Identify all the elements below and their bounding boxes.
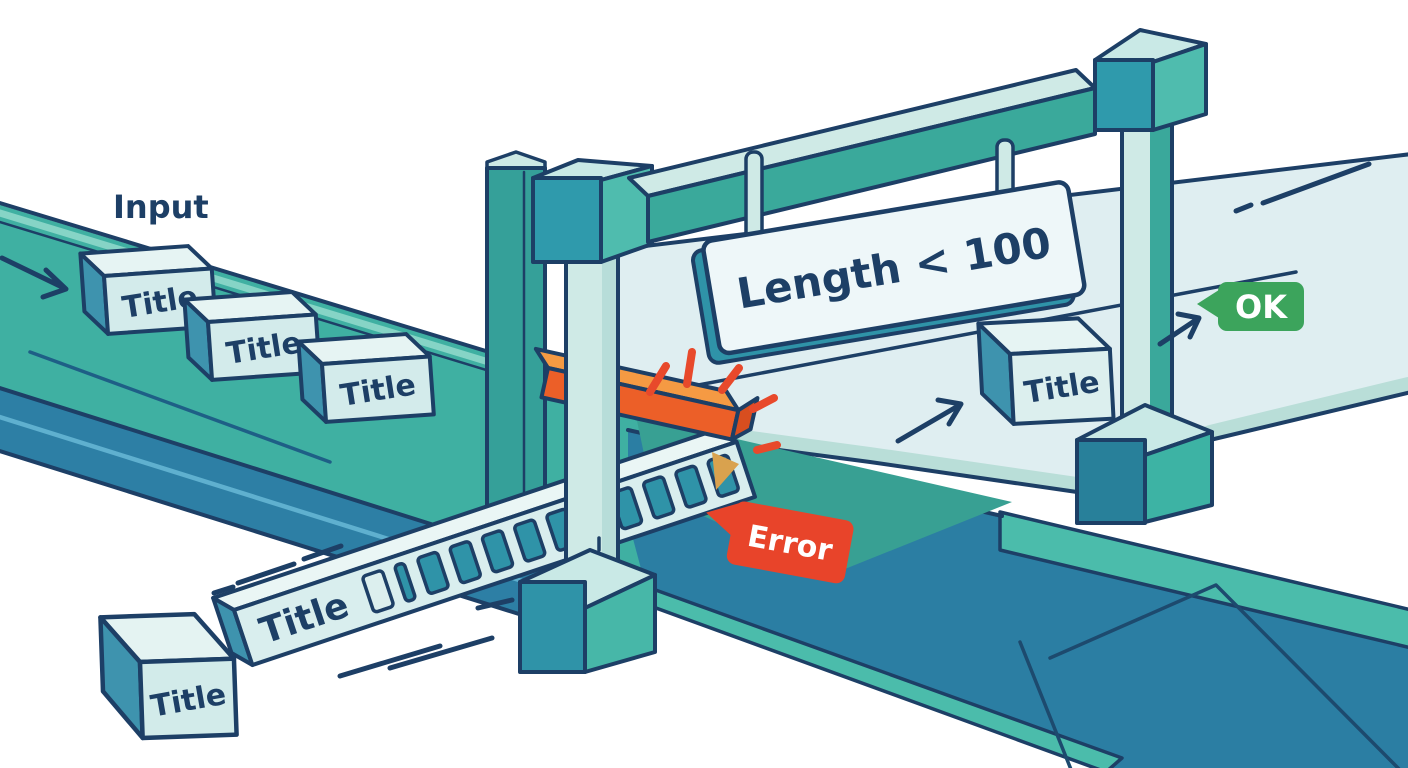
overflow-slot	[361, 569, 395, 614]
valid-lane-guide-line	[638, 270, 1298, 398]
belt-edge-stripe-top	[998, 510, 1408, 649]
right-pillar-column-light	[1122, 120, 1150, 430]
left-pillar-cap-face	[531, 176, 603, 264]
speed-lines	[211, 543, 515, 679]
ok-badge: OK	[1197, 282, 1304, 331]
input-queue: Title Title Title	[78, 244, 436, 424]
input-arrow-icon	[0, 255, 69, 300]
error-badge-body	[726, 501, 854, 584]
error-badge: Error	[706, 501, 854, 584]
title-box-3: Title	[296, 332, 436, 424]
sign-hanger-1	[744, 150, 764, 242]
left-pillar	[518, 158, 657, 674]
cube-face	[137, 656, 239, 741]
impact-burst-icon	[646, 348, 781, 454]
overflow-slot	[448, 540, 482, 585]
belt-seam-2	[1048, 583, 1401, 768]
rule-sign-face	[701, 180, 1087, 356]
overflow-slot	[480, 529, 515, 574]
right-pillar-cap-face	[1093, 58, 1155, 132]
overflow-slot	[416, 550, 450, 595]
box-face	[320, 354, 436, 424]
right-pillar	[1075, 28, 1214, 525]
overflow-slot	[642, 475, 676, 520]
overflow-slot	[513, 518, 547, 563]
ok-badge-body	[1218, 282, 1304, 331]
passed-title-box: Title	[976, 316, 1116, 426]
barrier-shadow	[712, 452, 739, 490]
input-belt-lane-line	[28, 350, 332, 464]
right-pillar-base-face	[1075, 438, 1147, 525]
title-box-2: Title	[182, 290, 322, 382]
flow-arrow-icon-2	[1157, 311, 1202, 347]
ok-label: OK	[1235, 288, 1288, 326]
speed-lines-top-right	[1233, 161, 1372, 214]
passed-item-flow: Title OK	[895, 282, 1304, 444]
rule-sign: Length < 100	[690, 180, 1087, 365]
overflow-slot	[674, 464, 708, 509]
overflow-title-cube: Title	[98, 611, 239, 741]
passed-box-face	[1008, 346, 1116, 426]
rule-sign-assembly: Length < 100	[690, 138, 1087, 365]
right-pillar-column-teal	[1150, 120, 1172, 430]
input-label: Input	[113, 188, 209, 226]
ok-badge-tail	[1197, 288, 1222, 320]
flow-arrow-icon-1	[895, 397, 964, 444]
belt-seam-1	[1018, 640, 1073, 768]
left-pillar-base-face	[518, 580, 587, 674]
left-pillar-column-shade	[602, 255, 618, 585]
overflow-slot	[393, 562, 417, 603]
